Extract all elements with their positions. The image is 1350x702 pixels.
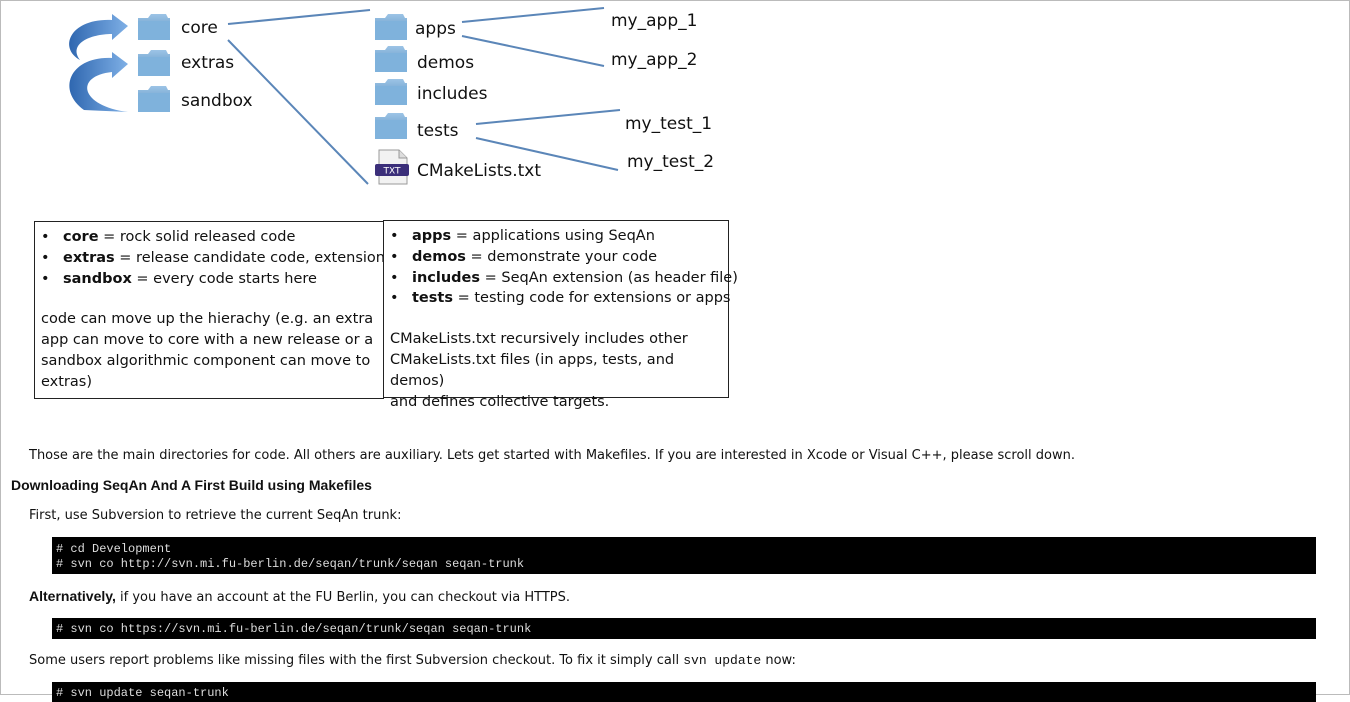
inline-code: svn update <box>683 653 762 668</box>
dir-demos: demos <box>417 53 474 73</box>
folder-icon <box>375 46 407 72</box>
dir-includes: includes <box>417 84 488 104</box>
curved-arrow-icon <box>69 14 128 60</box>
right-info-box: apps = applications using SeqAn demos = … <box>383 220 738 410</box>
left-box-note: code can move up the hierachy (e.g. an e… <box>41 311 374 390</box>
connector-lines <box>227 7 621 185</box>
dir-my-test-2: my_test_2 <box>627 152 714 172</box>
list-item: apps = applications using SeqAn <box>390 226 722 247</box>
dir-tests: tests <box>417 121 459 141</box>
dir-core: core <box>181 18 218 38</box>
folder-icon <box>375 79 407 105</box>
folder-icon <box>375 113 407 139</box>
svg-text:TXT: TXT <box>382 167 401 177</box>
folder-icon <box>138 86 170 112</box>
dir-my-app-1: my_app_1 <box>611 11 697 31</box>
first-paragraph: First, use Subversion to retrieve the cu… <box>29 508 402 523</box>
dir-my-app-2: my_app_2 <box>611 50 697 70</box>
right-definition-list: apps = applications using SeqAn demos = … <box>390 226 738 309</box>
dir-extras: extras <box>181 53 234 73</box>
intro-paragraph: Those are the main directories for code.… <box>29 448 1075 463</box>
left-info-box: core = rock solid released code extras =… <box>34 221 393 399</box>
list-item: includes = SeqAn extension (as header fi… <box>390 268 738 289</box>
list-item: extras = release candidate code, extensi… <box>41 248 393 269</box>
list-item: core = rock solid released code <box>41 227 377 248</box>
folder-icon <box>138 50 170 76</box>
alternative-paragraph: Alternatively, if you have an account at… <box>29 588 571 605</box>
folder-icon <box>375 14 407 40</box>
list-item: tests = testing code for extensions or a… <box>390 288 730 309</box>
txt-file-icon: TXT <box>375 149 409 185</box>
dir-apps: apps <box>415 19 456 39</box>
file-cmakelists: CMakeLists.txt <box>417 161 541 181</box>
curved-arrow-icon <box>69 52 128 112</box>
folder-icon <box>138 14 170 40</box>
list-item: demos = demonstrate your code <box>390 247 722 268</box>
problem-paragraph: Some users report problems like missing … <box>29 653 796 668</box>
dir-sandbox: sandbox <box>181 91 253 111</box>
code-block-checkout[interactable]: # cd Development # svn co http://svn.mi.… <box>52 537 1316 574</box>
left-definition-list: core = rock solid released code extras =… <box>41 227 393 290</box>
dir-my-test-1: my_test_1 <box>625 114 712 134</box>
directory-diagram: core extras sandbox apps demos includes … <box>69 7 714 185</box>
section-heading: Downloading SeqAn And A First Build usin… <box>11 477 372 493</box>
code-block-https[interactable]: # svn co https://svn.mi.fu-berlin.de/seq… <box>52 618 1316 639</box>
code-block-update[interactable]: # svn update seqan-trunk <box>52 682 1316 702</box>
right-box-note: CMakeLists.txt recursively includes othe… <box>390 331 688 410</box>
alternative-strong: Alternatively, <box>29 588 116 604</box>
list-item: sandbox = every code starts here <box>41 269 377 290</box>
